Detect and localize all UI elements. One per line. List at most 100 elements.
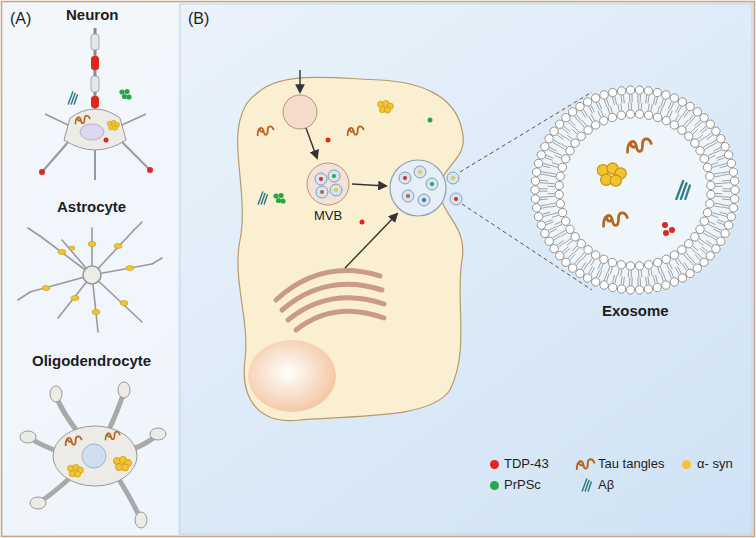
lipid-tail <box>598 263 601 269</box>
lipid-tail <box>703 233 709 237</box>
lipid-tail <box>613 97 615 105</box>
lipid-head <box>561 217 569 225</box>
lipid-tail <box>581 262 585 269</box>
lipid-tail <box>722 198 730 200</box>
lipid-tail <box>548 186 555 187</box>
lipid-tail <box>693 129 698 134</box>
panel-label: (B) <box>188 9 209 28</box>
lipid-head <box>707 190 715 198</box>
lipid-head <box>700 114 708 122</box>
lipid-tail <box>628 270 630 277</box>
lipid-head <box>703 208 711 216</box>
lipid-tail <box>638 270 639 277</box>
node-outline <box>306 162 350 206</box>
cargo-dot <box>662 222 668 228</box>
lipid-head <box>693 264 701 272</box>
lipid-tail <box>572 129 577 134</box>
lipid-tail <box>564 126 570 131</box>
lipid-head <box>626 110 634 118</box>
lipid-tail <box>711 142 718 146</box>
lipid-tail <box>706 135 713 140</box>
lipid-tail <box>705 146 711 150</box>
lipid-tail <box>618 104 619 111</box>
lipid-head <box>562 258 570 266</box>
lipid-tail <box>719 214 727 216</box>
lipid-tail <box>558 133 564 138</box>
lipid-tail <box>699 137 705 141</box>
lipid-head <box>670 121 678 129</box>
lipid-tail <box>703 143 709 147</box>
lipid-tail <box>722 180 730 182</box>
lipid-tail <box>637 95 638 103</box>
lipid-head <box>550 127 558 135</box>
lipid-head <box>550 245 558 253</box>
lipid-head <box>721 142 729 150</box>
lipid-head <box>635 262 643 270</box>
lipid-tail <box>608 107 610 114</box>
lipid-tail <box>628 103 630 110</box>
lipid-tail <box>631 95 632 103</box>
lipid-head <box>700 258 708 266</box>
lipid-tail <box>541 207 549 209</box>
lipid-tail <box>721 172 729 174</box>
lipid-tail <box>721 207 729 209</box>
lipid-head <box>685 132 693 140</box>
lipid-tail <box>684 111 688 118</box>
lipid-tail <box>565 137 571 141</box>
lipid-tail <box>691 127 696 132</box>
lipid-tail <box>677 106 681 113</box>
lipid-tail <box>661 274 663 282</box>
lipid-tail <box>669 263 672 269</box>
lipid-head <box>591 121 599 129</box>
lipid-tail <box>565 239 571 243</box>
exosome-circle: Exosome <box>525 80 745 300</box>
lipid-tail <box>541 205 549 206</box>
lipid-tail <box>552 215 559 217</box>
lipid-tail <box>675 114 679 120</box>
lipid-tail <box>562 247 568 252</box>
lipid-tail <box>640 277 641 285</box>
lipid-tail <box>540 188 548 189</box>
lipid-head <box>724 221 732 229</box>
lipid-head <box>556 199 564 207</box>
lipid-head <box>545 237 553 245</box>
cargo-dot <box>320 190 324 194</box>
lipid-head <box>727 159 735 167</box>
lipid-tail <box>540 191 548 192</box>
lipid-tail <box>559 146 565 150</box>
lipid-tail <box>720 212 728 214</box>
lipid-tail <box>583 110 587 117</box>
lipid-tail <box>549 176 556 177</box>
lipid-head <box>635 286 643 294</box>
lipid-tail <box>567 135 572 139</box>
legend-text: TDP-43 <box>504 456 549 472</box>
lipid-tail <box>621 269 622 276</box>
lipid-head <box>653 88 661 96</box>
lipid-tail <box>554 140 561 144</box>
lipid-head <box>534 159 542 167</box>
lipid-tail <box>709 155 715 158</box>
lipid-head <box>727 212 735 220</box>
lipid-head <box>577 132 585 140</box>
panel-label: (A) <box>10 9 31 28</box>
lipid-tail <box>667 264 670 270</box>
lipid-tail <box>557 241 564 246</box>
lipid-head <box>635 86 643 94</box>
lipid-tail <box>541 172 549 174</box>
lipid-head <box>591 94 599 102</box>
lipid-tail <box>604 273 607 281</box>
lipid-head <box>617 111 625 119</box>
lipid-tail <box>568 122 574 128</box>
lipid-head <box>703 163 711 171</box>
lipid-tail <box>546 222 553 225</box>
lipid-tail <box>667 110 670 116</box>
lipid-head <box>576 269 584 277</box>
lipid-head <box>635 110 643 118</box>
lipid-head <box>653 258 661 266</box>
lipid-tail <box>621 277 622 285</box>
lipid-tail <box>638 103 639 110</box>
lipid-head <box>576 102 584 110</box>
legend-icon <box>580 477 592 493</box>
lipid-tail <box>668 271 671 278</box>
